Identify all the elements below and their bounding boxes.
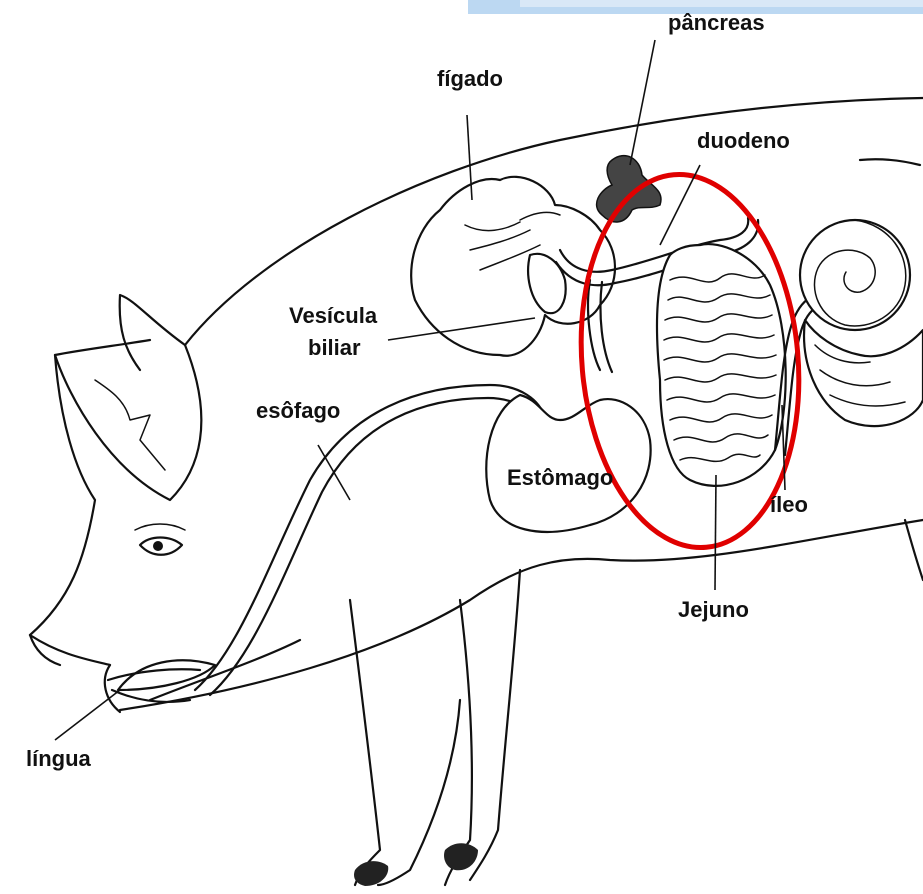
label-stomach: Estômago — [507, 465, 613, 490]
label-gallbladder-line1: Vesícula — [289, 303, 378, 328]
label-tongue: língua — [26, 746, 92, 771]
pancreas — [597, 156, 661, 222]
liver — [411, 177, 615, 356]
stomach — [486, 395, 650, 532]
label-ileum: íleo — [770, 492, 808, 517]
label-esophagus: esôfago — [256, 398, 340, 423]
label-liver: fígado — [437, 66, 503, 91]
label-jejunum: Jejuno — [678, 597, 749, 622]
label-gallbladder-line2: biliar — [308, 335, 361, 360]
label-pancreas: pâncreas — [668, 10, 765, 35]
label-duodenum: duodeno — [697, 128, 790, 153]
jejunum — [657, 244, 786, 486]
large-intestine-spiral — [800, 220, 923, 426]
